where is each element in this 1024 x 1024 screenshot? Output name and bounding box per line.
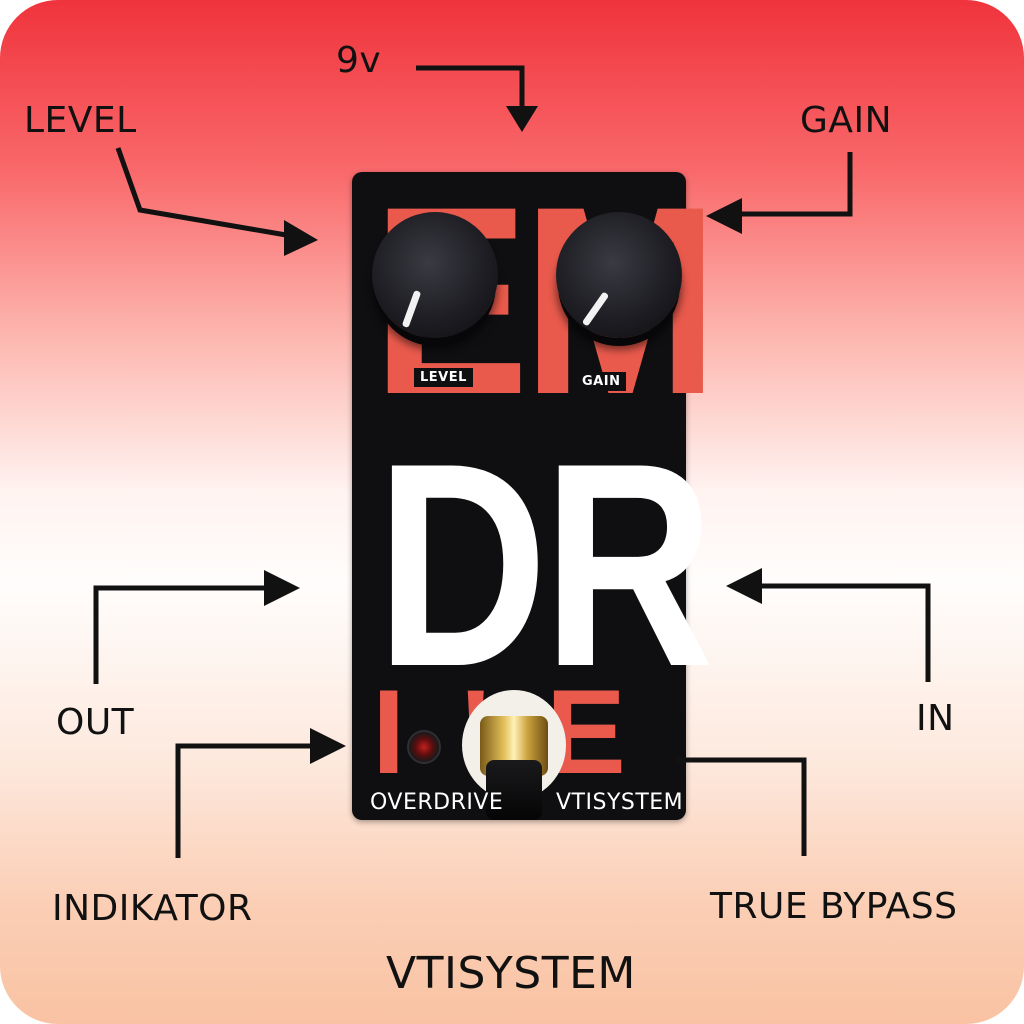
level-arrowhead — [284, 220, 318, 256]
out-arrowhead — [264, 570, 300, 606]
gain-arrow-line — [742, 152, 853, 217]
out-arrow-line — [93, 585, 270, 684]
led-indicator-icon — [407, 730, 441, 764]
nine-volt-arrowhead — [506, 106, 538, 132]
footer-brand: VTISYSTEM — [386, 948, 636, 999]
pedal-type-label: OVERDRIVE — [370, 790, 504, 815]
in-arrowhead — [726, 568, 762, 604]
gain-annotation: GAIN — [800, 100, 893, 141]
true-bypass-annotation: TRUE BYPASS — [710, 886, 958, 927]
level-knob[interactable] — [372, 212, 498, 338]
indikator-arrow-line — [175, 743, 312, 858]
true-bypass-line — [676, 757, 807, 856]
out-annotation: OUT — [56, 702, 135, 743]
nine-volt-annotation: 9v — [336, 40, 382, 81]
level-annotation: LEVEL — [24, 100, 137, 141]
indikator-arrowhead — [310, 728, 346, 764]
level-arrow-line — [115, 147, 293, 239]
level-knob-label: LEVEL — [414, 368, 473, 387]
footswitch-icon[interactable] — [486, 760, 542, 820]
gain-arrowhead — [706, 198, 742, 234]
indikator-annotation: INDIKATOR — [52, 888, 253, 929]
in-arrow-line — [760, 583, 931, 682]
gain-knob-label: GAIN — [576, 372, 627, 391]
in-annotation: IN — [916, 698, 955, 739]
nine-volt-arrow-line — [416, 65, 525, 112]
pedal-brand-label: VTISYSTEM — [556, 790, 684, 815]
gain-knob[interactable] — [556, 212, 682, 338]
